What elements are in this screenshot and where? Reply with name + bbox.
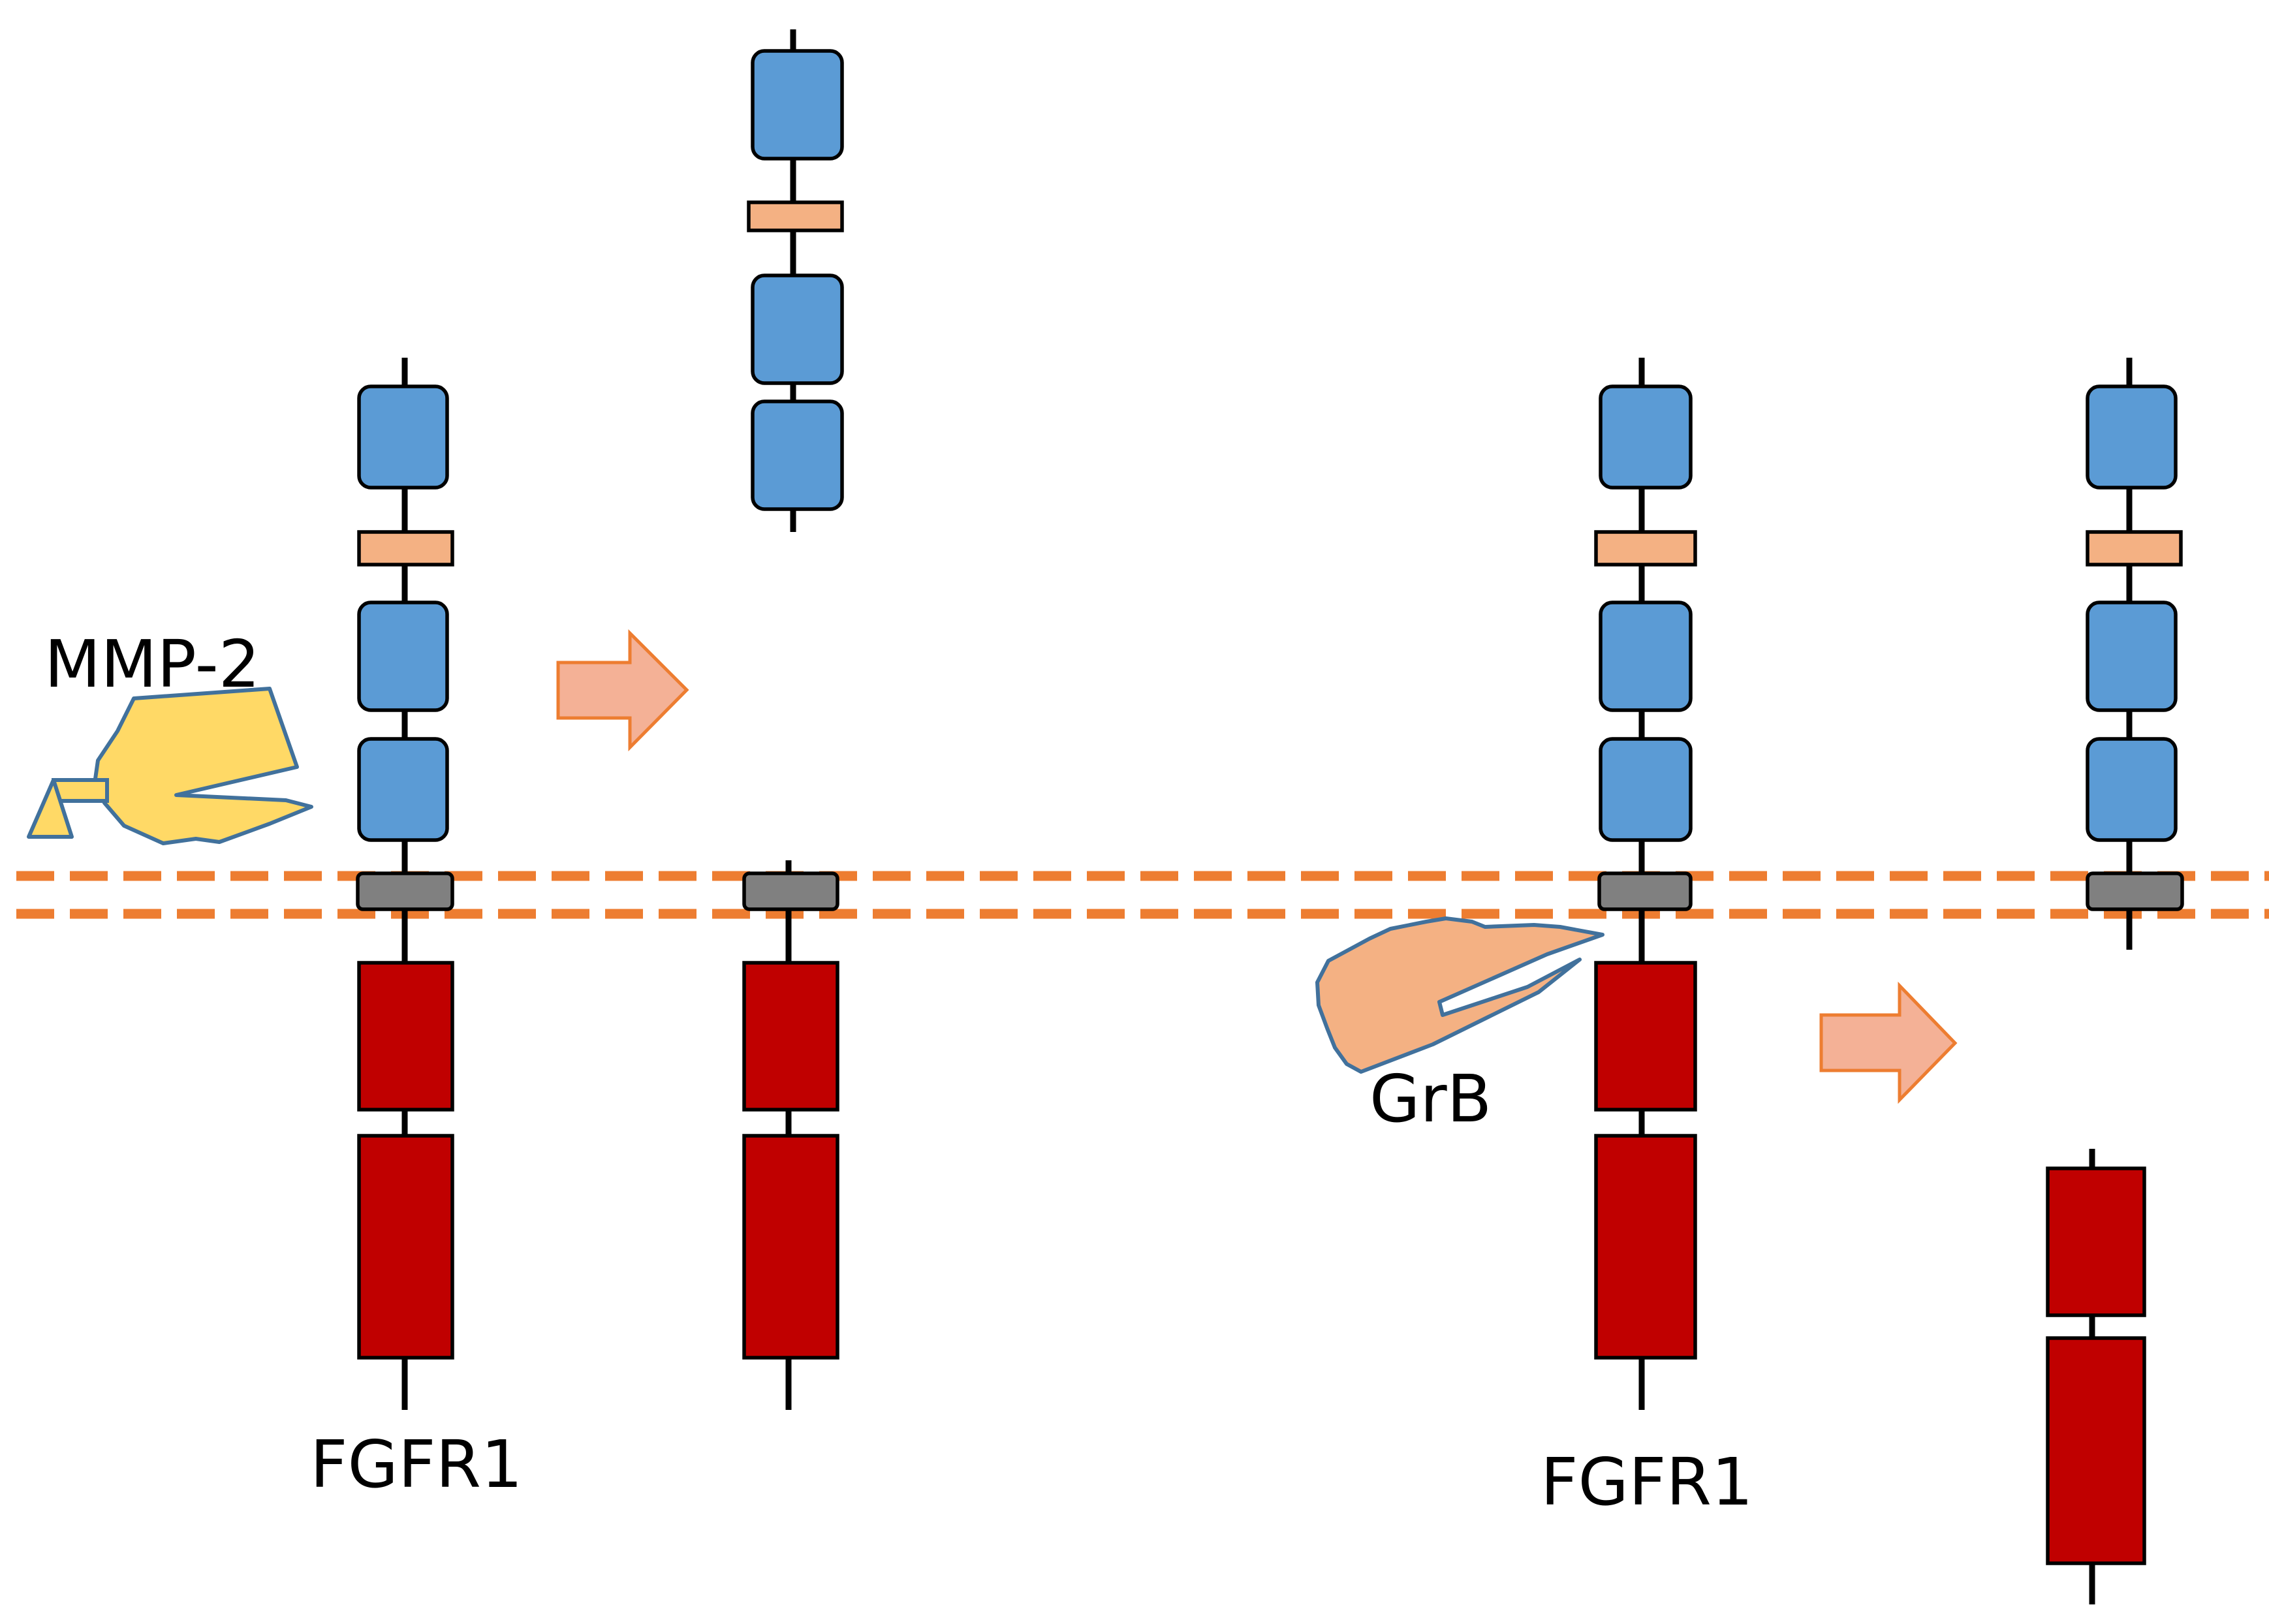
fgfr1-intact-right [1594,358,1697,1410]
process-arrow-2 [1819,981,1958,1104]
ig-domain-1 [357,384,449,490]
kinase-domain-2 [1594,1134,1697,1360]
mmp2-linker [52,778,109,803]
fgfr1-intact-left [356,358,454,1410]
anchored-ig-domain-1 [2086,384,2178,490]
fgfr1-anchored-ectodomain [2086,358,2184,950]
acid-box [357,530,454,567]
released-kinase-domain-2 [2046,1336,2146,1565]
shed-ig-domain-2 [751,273,844,385]
shed-ig-domain-1 [751,49,844,161]
ig-domain-3 [1599,737,1693,842]
ig-domain-2 [1599,601,1693,712]
ig-domain-3 [357,737,449,842]
remnant-kinase-domain-1 [742,961,839,1112]
shed-acid-box [747,200,844,232]
cell-membrane [16,871,2269,919]
mmp2-hemopexin-domain [27,778,74,839]
kinase-domain-2 [357,1134,454,1360]
transmembrane-domain [1597,871,1693,911]
ig-domain-1 [1599,384,1693,490]
fgfr1-label-left: FGFR1 [310,1426,523,1503]
anchored-transmembrane-domain [2086,871,2184,911]
fgfr1-shed-ectodomain [747,29,844,532]
shed-ig-domain-3 [751,399,844,511]
kinase-domain-1 [1594,961,1697,1112]
anchored-acid-box [2086,530,2183,567]
grb-body [1315,916,1604,1074]
kinase-domain-1 [357,961,454,1112]
fgfr1-membrane-remnant [742,860,839,1410]
mmp2-enzyme [27,687,313,845]
ig-domain-2 [357,601,449,712]
anchored-ig-domain-2 [2086,601,2178,712]
mmp2-label: MMP-2 [44,626,260,702]
grb-label: GrB [1369,1061,1492,1137]
released-kinase-domain-1 [2046,1166,2146,1317]
anchored-ig-domain-3 [2086,737,2178,842]
fgfr1-released-intracellular [2046,1149,2146,1604]
mmp2-catalytic-body [93,687,313,845]
process-arrow-1 [556,629,689,752]
transmembrane-domain [356,871,454,911]
fgfr1-label-right: FGFR1 [1541,1444,1753,1520]
grb-enzyme [1315,916,1604,1074]
remnant-transmembrane-domain [742,871,839,911]
acid-box [1594,530,1697,567]
remnant-kinase-domain-2 [742,1134,839,1360]
